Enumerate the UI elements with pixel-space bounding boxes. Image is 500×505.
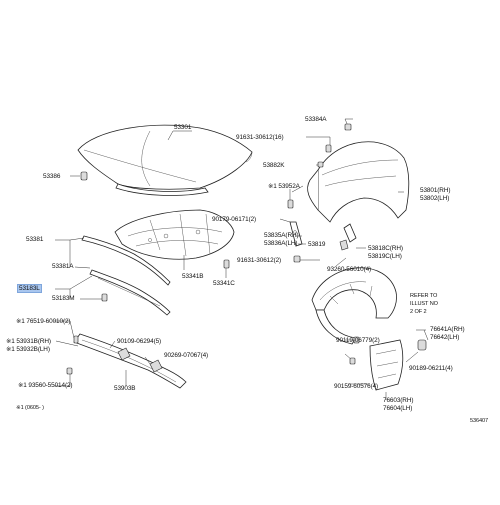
front-panel-reinforcement — [73, 333, 187, 389]
fender-liner — [311, 267, 397, 345]
label-53381a: 53381A — [52, 263, 74, 270]
hood-insulator — [114, 209, 235, 260]
label-90189-06211-4: 90189-06211(4) — [409, 365, 453, 372]
label-53801: 53801(RH) — [420, 187, 451, 194]
liner-bracket — [339, 223, 357, 251]
label-53932b: ※1 53932B(LH) — [6, 346, 50, 353]
label-91631-30612-2: 91631-30612(2) — [237, 257, 282, 264]
hood-seal-upper — [81, 235, 171, 286]
label-76641a: 76641A(RH) — [430, 326, 465, 333]
label-53836a: 53836A(LH) — [264, 240, 298, 247]
label-53802: 53802(LH) — [420, 195, 450, 202]
label-53952a: ※1 53952A — [268, 183, 300, 190]
label-91631-30612-16: 91631-30612(16) — [236, 134, 284, 141]
hood-cushion — [80, 171, 88, 181]
label-90159-60576-4: 90159-60576(4) — [334, 383, 379, 390]
illustration-code: 536407 — [470, 418, 489, 424]
refer-note-line-3: 2 OF 2 — [410, 309, 427, 315]
label-53882k: 53882K — [263, 162, 285, 169]
label-53301: 53301 — [174, 124, 192, 131]
front-fender — [307, 141, 410, 223]
label-76519-60010-2: ※1 76519-60010(2) — [16, 318, 71, 325]
label-53341c: 53341C — [213, 280, 235, 287]
clip-53341c — [223, 259, 230, 269]
mudguard — [369, 339, 427, 391]
hood-seal-lower — [89, 269, 171, 316]
label-53381: 53381 — [26, 236, 44, 243]
label-53341b: 53341B — [182, 273, 204, 280]
label-90109-06294-5: 90109-06294(5) — [117, 338, 162, 345]
label-53819: 53819 — [308, 241, 326, 248]
label-90269-07067-4: 90269-07067(4) — [164, 352, 209, 359]
label-53931b: ※1 53931B(RH) — [6, 338, 51, 345]
footnote: ※1 (0605- ) — [16, 405, 44, 411]
label-53818c: 53818C(RH) — [368, 245, 403, 252]
hood-panel — [77, 124, 253, 196]
label-53835a: 53835A(RH) — [264, 232, 299, 239]
label-93260-56010-4: 93260-56010(4) — [327, 266, 372, 273]
label-53183m: 53183M — [52, 295, 75, 302]
label-53903b: 53903B — [114, 385, 136, 392]
label-76604: 76604(LH) — [383, 405, 413, 412]
label-53384a: 53384A — [305, 116, 327, 123]
label-93560-55014-2: ※1 93560-55014(2) — [18, 382, 73, 389]
label-53386: 53386 — [43, 173, 61, 180]
label-53183l[interactable]: 53183L — [17, 284, 42, 293]
refer-note-line-2: ILLUST NO — [410, 301, 438, 307]
label-76603: 76603(RH) — [383, 397, 414, 404]
label-90119-06779-2: 90119-06779(2) — [336, 337, 380, 344]
label-76642: 76642(LH) — [430, 334, 460, 341]
label-53819c: 53819C(LH) — [368, 253, 402, 260]
label-90179-06171-2: 90179-06171(2) — [212, 216, 257, 223]
refer-note-line-1: REFER TO — [410, 293, 438, 299]
